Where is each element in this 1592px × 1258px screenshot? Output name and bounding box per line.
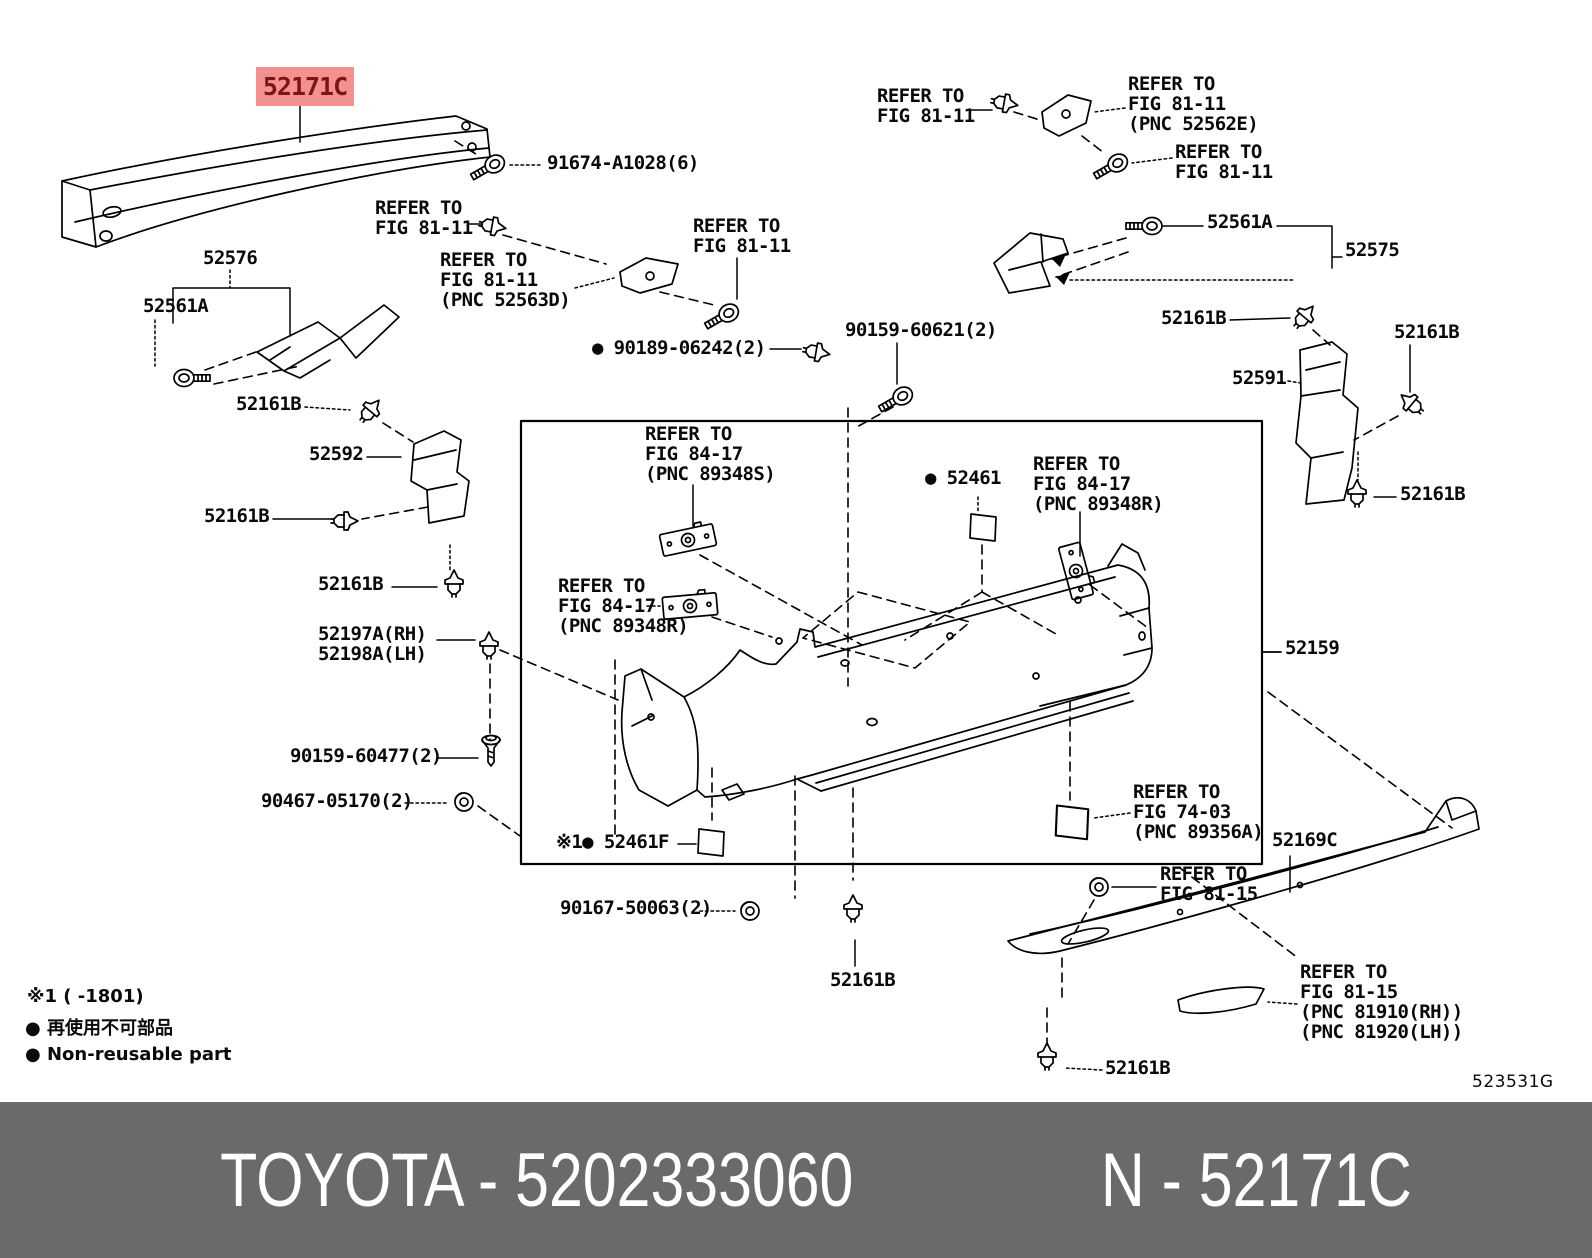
push-clip-icon <box>988 91 1021 116</box>
label-90189: ● 90189-06242(2) <box>592 337 766 359</box>
pad-icon <box>697 828 725 857</box>
flange-bolt-icon <box>173 368 211 388</box>
label-52561a-l: 52561A <box>143 295 209 317</box>
label-52575: 52575 <box>1345 239 1400 261</box>
dotted-lines <box>154 107 1359 1071</box>
flange-bolt-icon <box>701 299 743 335</box>
label-52161b-4: 52161B <box>1161 307 1227 329</box>
footer-part-ref: N - 52171C <box>1101 1137 1413 1223</box>
label-52576: 52576 <box>203 247 258 269</box>
label-91674: 91674-A1028(6) <box>547 152 699 174</box>
flange-bolt-icon <box>1125 216 1163 236</box>
label-52161b-1: 52161B <box>236 393 302 415</box>
push-clip-icon <box>353 393 387 428</box>
refer-8115-b: REFER TO FIG 81-15 (PNC 81910(RH)) (PNC … <box>1300 961 1463 1043</box>
refer-8111-c: REFER TO FIG 81-11 <box>693 215 791 257</box>
grommet-icon <box>1089 877 1109 897</box>
leader-lines <box>172 105 1411 967</box>
bracket-52575 <box>993 232 1069 294</box>
pad-strip <box>1177 986 1265 1015</box>
label-52161b-5: 52161B <box>1394 321 1460 343</box>
bracket-52576 <box>256 304 400 379</box>
footer-banner: TOYOTA - 5202333060 N - 52171C <box>0 1102 1592 1258</box>
flange-bolt-icon <box>875 382 917 418</box>
refer-8417-s: REFER TO FIG 84-17 (PNC 89348S) <box>645 423 776 485</box>
label-90159-60477: 90159-60477(2) <box>290 745 442 767</box>
label-52461: ● 52461 <box>925 467 1001 489</box>
refer-7403: REFER TO FIG 74-03 (PNC 89356A) <box>1133 781 1264 843</box>
label-52161b-7: 52161B <box>830 969 896 991</box>
push-clip-icon <box>800 340 833 365</box>
lower-cover <box>1007 797 1480 1015</box>
bracket-52592 <box>410 430 470 524</box>
pad-icon <box>969 513 997 542</box>
retainer-plate-icon <box>657 518 718 558</box>
push-clip-icon <box>843 894 863 923</box>
dashed-lines <box>204 111 1453 1046</box>
push-clip-icon <box>476 214 509 239</box>
label-52461f: ※1● 52461F <box>556 831 669 853</box>
bracket-52563d <box>619 257 679 294</box>
push-clip-icon <box>444 569 464 598</box>
label-90467: 90467-05170(2) <box>261 790 413 812</box>
pad-icon <box>1054 804 1090 841</box>
note-en: ● Non-reusable part <box>25 1044 232 1065</box>
push-clip-icon <box>1037 1042 1057 1071</box>
label-52159: 52159 <box>1285 637 1340 659</box>
diagram-code: 523531G <box>1472 1072 1554 1092</box>
bracket-52591 <box>1295 341 1359 505</box>
note-jp: ● 再使用不可部品 <box>25 1018 173 1039</box>
highlighted-part-number: 52171C <box>256 67 354 106</box>
flange-bolt-icon <box>1090 149 1132 185</box>
push-clip-icon <box>479 631 499 660</box>
label-52169c: 52169C <box>1272 829 1338 851</box>
screw-icon <box>481 734 501 767</box>
label-52592: 52592 <box>309 443 364 465</box>
label-52161b-6: 52161B <box>1400 483 1466 505</box>
refer-8111-f: REFER TO FIG 81-11 <box>1175 141 1273 183</box>
push-clip-icon <box>1287 299 1321 334</box>
refer-8111-d: REFER TO FIG 81-11 <box>877 85 975 127</box>
refer-8111-a: REFER TO FIG 81-11 <box>375 197 473 239</box>
label-90167: 90167-50063(2) <box>560 897 712 919</box>
label-52197a: 52197A(RH) 52198A(LH) <box>318 623 427 665</box>
push-clip-icon <box>1347 479 1367 508</box>
bracket-52562e <box>1041 94 1092 137</box>
push-clip-icon <box>1394 387 1429 421</box>
refer-8115-a: REFER TO FIG 81-15 <box>1160 863 1258 905</box>
arrowheads <box>1052 254 1070 285</box>
grommet-icon <box>454 792 474 812</box>
label-52591: 52591 <box>1232 367 1287 389</box>
bumper-cover <box>620 543 1153 807</box>
label-52161b-8: 52161B <box>1105 1057 1171 1079</box>
label-52161b-3: 52161B <box>318 573 384 595</box>
label-52561a-r: 52561A <box>1207 211 1273 233</box>
note-1: ※1 ( -1801) <box>27 986 144 1007</box>
footer-catalog-number: TOYOTA - 5202333060 <box>220 1137 854 1223</box>
refer-8417-r1: REFER TO FIG 84-17 (PNC 89348R) <box>1033 453 1164 515</box>
refer-8111-b: REFER TO FIG 81-11 (PNC 52563D) <box>440 249 571 311</box>
refer-8111-e: REFER TO FIG 81-11 (PNC 52562E) <box>1128 73 1259 135</box>
parts-box <box>519 419 1282 866</box>
push-clip-icon <box>330 511 359 531</box>
label-90159-60621: 90159-60621(2) <box>845 319 997 341</box>
refer-8417-r2: REFER TO FIG 84-17 (PNC 89348R) <box>558 575 689 637</box>
diagram-line-art <box>61 91 1480 1071</box>
label-52161b-2: 52161B <box>204 505 270 527</box>
grommet-icon <box>740 901 760 921</box>
